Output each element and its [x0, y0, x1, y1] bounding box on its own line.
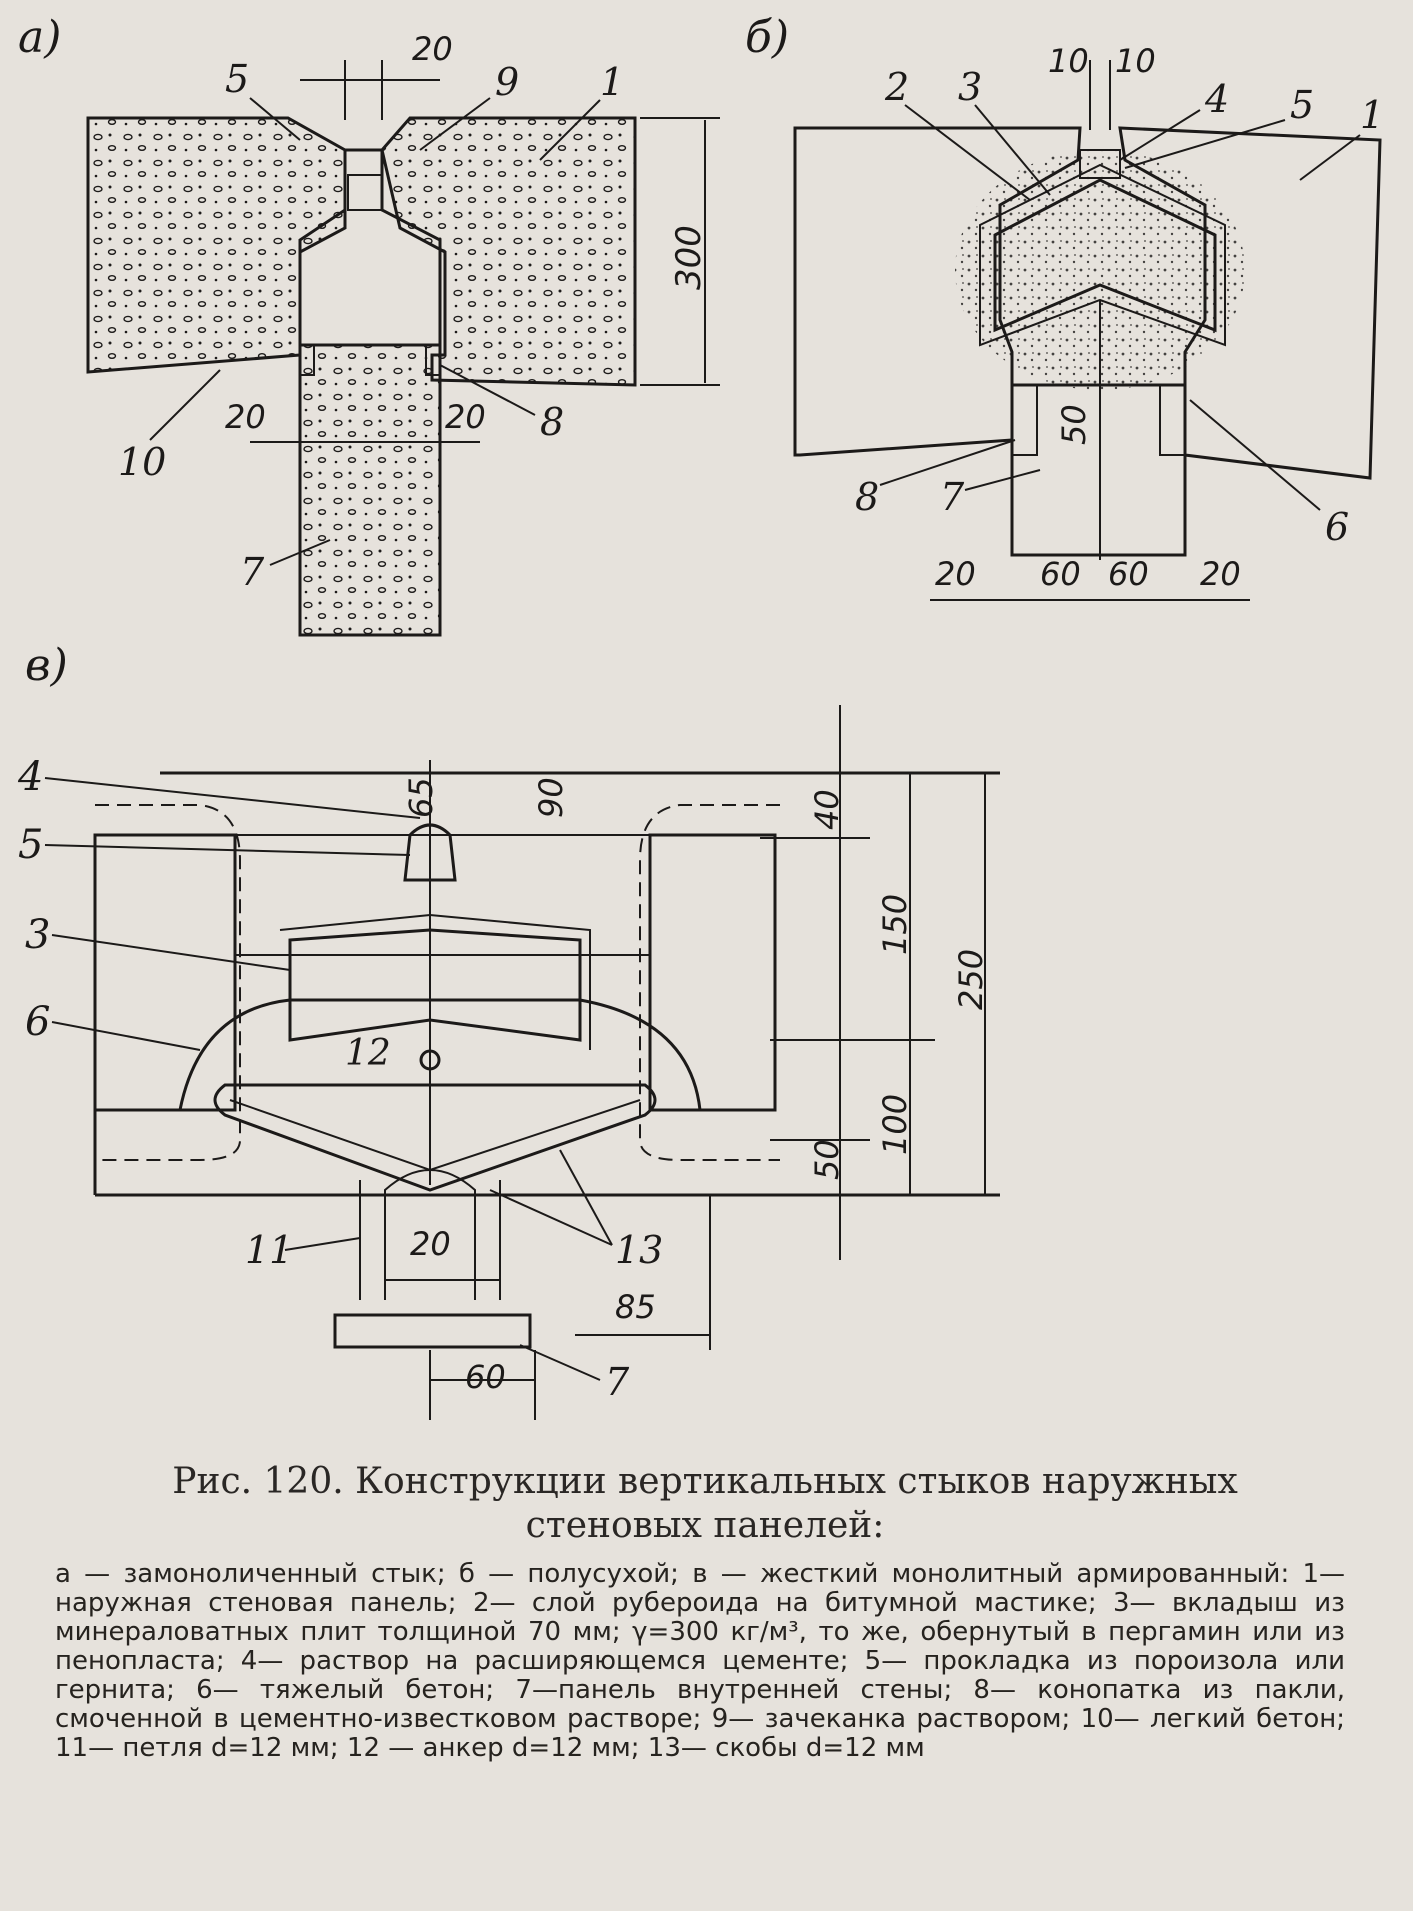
dim-v-40: 40	[808, 789, 846, 830]
callout-b-5: 5	[1290, 83, 1314, 127]
callout-v-5: 5	[18, 822, 43, 868]
callout-a-8: 8	[540, 400, 564, 444]
callout-a-5: 5	[225, 57, 249, 101]
callout-b-2: 2	[884, 65, 909, 109]
callout-v-12: 12	[345, 1033, 391, 1074]
callout-v-3: 3	[25, 912, 50, 958]
dim-v-20: 20	[410, 1225, 451, 1263]
dim-v-90: 90	[532, 777, 570, 818]
dim-b-10-right: 10	[1115, 42, 1156, 80]
part-b-drawing: б) 10 10 50 20 60 60 20 2 3 4 5	[745, 12, 1384, 601]
dim-v-60: 60	[465, 1358, 506, 1396]
dim-a-300: 300	[669, 225, 709, 290]
dim-v-65: 65	[402, 777, 440, 818]
figure-legend: а — замоноличенный стык; б — полусухой; …	[55, 1560, 1345, 1763]
dim-a-20-left: 20	[225, 398, 266, 436]
caption-title-continuation: стеновых панелей:	[525, 1505, 885, 1546]
dim-b-20-left: 20	[935, 555, 976, 593]
dim-b-50: 50	[1055, 404, 1093, 445]
dim-v-250: 250	[952, 949, 990, 1010]
dim-v-100: 100	[876, 1094, 914, 1155]
callout-b-6: 6	[1325, 505, 1349, 549]
dim-b-60-right: 60	[1108, 555, 1149, 593]
dim-a-20-top: 20	[412, 30, 453, 68]
callout-a-7: 7	[240, 550, 265, 594]
dim-b-20-right: 20	[1200, 555, 1241, 593]
part-v-label: в)	[25, 640, 68, 691]
dim-v-150: 150	[876, 894, 914, 955]
callout-v-13: 13	[615, 1228, 663, 1272]
dim-b-60-left: 60	[1040, 555, 1081, 593]
dim-b-10-left: 10	[1048, 42, 1089, 80]
callout-v-4: 4	[17, 754, 43, 800]
part-a-drawing: а) 300 20 20 20 5 9 1 10	[18, 12, 720, 637]
callout-b-3: 3	[958, 65, 982, 109]
callout-a-10: 10	[118, 440, 166, 484]
part-v-drawing: в) 65 90	[17, 640, 1000, 1420]
caption-title: Рис. 120. Конструкции вертикальных стыко…	[172, 1461, 1238, 1502]
part-a-label: а)	[18, 12, 61, 63]
callout-v-6: 6	[25, 999, 50, 1045]
construction-drawing: а) 300 20 20 20 5 9 1 10	[17, 12, 1384, 1420]
callout-b-4: 4	[1204, 77, 1229, 121]
part-b-label: б)	[745, 12, 789, 63]
dim-v-50: 50	[808, 1139, 846, 1180]
callout-b-8: 8	[855, 475, 879, 519]
dim-v-85: 85	[615, 1288, 656, 1326]
figure-caption: Рис. 120. Конструкции вертикальных стыко…	[40, 1460, 1370, 1548]
legend-text: а — замоноличенный стык; б — полусухой; …	[55, 1559, 1345, 1763]
callout-b-1: 1	[1360, 93, 1384, 137]
callout-a-9: 9	[495, 60, 519, 104]
callout-v-7: 7	[605, 1360, 630, 1404]
callout-a-1: 1	[600, 60, 624, 104]
dim-a-20-right: 20	[445, 398, 486, 436]
callout-b-7: 7	[940, 475, 965, 519]
